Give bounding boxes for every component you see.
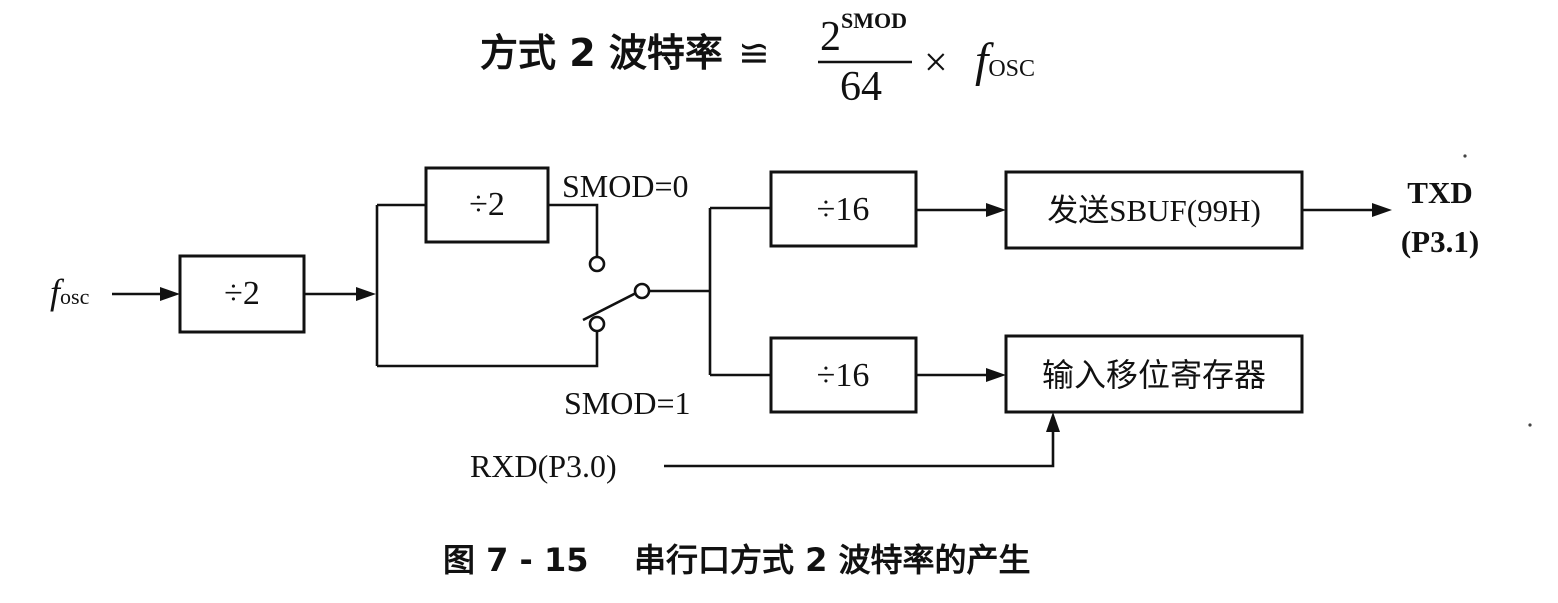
formula-prefix: 方式 2 波特率 — [480, 31, 723, 75]
block-divider-rx-label: ÷16 — [817, 357, 870, 394]
label-rxd: RXD(P3.0) — [470, 448, 617, 484]
scan-speck — [1528, 423, 1532, 427]
figure-caption: 图 7 - 15 串行口方式 2 波特率的产生 — [443, 541, 1031, 579]
arrow-tx-divider-out — [986, 203, 1006, 217]
block-receive-shift-register: 输入移位寄存器 — [1004, 334, 1304, 414]
arrow-prescaler-out — [356, 287, 376, 301]
block-divider-smod0: ÷2 — [424, 166, 550, 244]
formula: 方式 2 波特率 ≌ 2SMOD 64 × fOSC — [480, 8, 1035, 110]
label-fosc-subscript: osc — [60, 284, 90, 309]
block-divider-rx: ÷16 — [769, 336, 918, 414]
formula-numerator-exponent: SMOD — [841, 8, 907, 33]
arrow-txd — [1372, 203, 1392, 217]
contact-smod0 — [588, 255, 606, 273]
formula-numerator-base: 2 — [820, 14, 841, 60]
block-prescaler-label: ÷2 — [224, 275, 260, 312]
arrow-rx-divider-out — [986, 368, 1006, 382]
block-prescaler: ÷2 — [178, 254, 306, 334]
switch — [588, 255, 651, 333]
label-txd: TXD — [1407, 175, 1472, 210]
block-divider-smod0-label: ÷2 — [469, 186, 505, 223]
wires — [112, 203, 1392, 468]
label-smod0: SMOD=0 — [562, 168, 689, 204]
formula-f: fOSC — [975, 34, 1035, 87]
formula-relation: ≌ — [738, 31, 770, 75]
caption-title: 串行口方式 2 波特率的产生 — [634, 541, 1031, 579]
formula-f-subscript: OSC — [988, 56, 1035, 82]
formula-times: × — [924, 40, 948, 86]
block-transmit-sbuf-label: 发送SBUF(99H) — [1047, 193, 1261, 228]
contact-common — [633, 282, 651, 300]
arrow-rxd — [1046, 412, 1060, 432]
arrow-fosc — [160, 287, 180, 301]
switch-lever — [582, 291, 637, 322]
formula-denominator: 64 — [840, 64, 882, 110]
wire-smod0 — [548, 203, 599, 256]
caption-number: 图 7 - 15 — [443, 541, 589, 579]
block-divider-tx: ÷16 — [769, 170, 918, 248]
label-fosc: fosc — [50, 272, 90, 312]
block-divider-tx-label: ÷16 — [817, 191, 870, 228]
label-smod1: SMOD=1 — [564, 385, 691, 421]
formula-numerator: 2SMOD — [820, 8, 907, 60]
block-transmit-sbuf: 发送SBUF(99H) — [1004, 170, 1304, 250]
scan-speck — [1463, 154, 1467, 158]
label-txd-pin: (P3.1) — [1401, 224, 1479, 259]
wire-smod1 — [377, 330, 599, 368]
block-receive-shift-register-label: 输入移位寄存器 — [1042, 356, 1266, 394]
contact-smod1 — [588, 315, 606, 333]
wire-rxd — [664, 430, 1055, 468]
